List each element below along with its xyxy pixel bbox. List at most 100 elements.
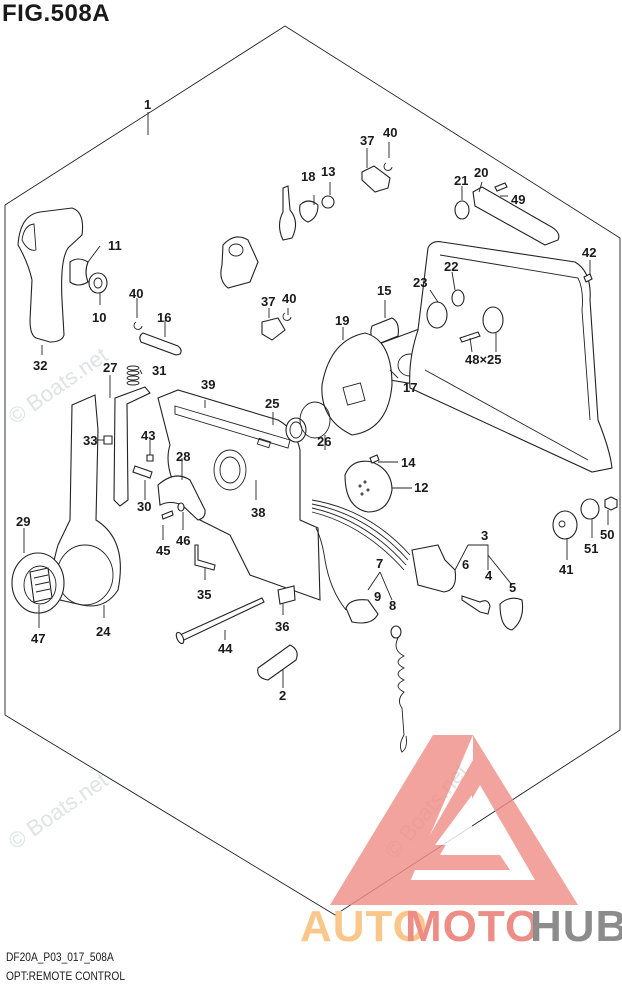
callout-9: 9 <box>374 589 381 604</box>
callout-5: 5 <box>509 580 516 595</box>
part-lever-spring <box>278 185 297 241</box>
callout-3: 3 <box>481 528 488 543</box>
part-38-bore <box>213 449 247 491</box>
callout-27: 27 <box>103 360 117 375</box>
callout-50: 50 <box>600 527 614 542</box>
leader-lines <box>23 112 609 688</box>
callout-35: 35 <box>197 587 211 602</box>
callout-22: 22 <box>444 259 458 274</box>
section-name: OPT:REMOTE CONTROL <box>6 969 126 983</box>
part-37-bracket <box>361 165 391 193</box>
part-39-label-plate <box>174 405 291 449</box>
part-cam-bracket <box>220 236 259 289</box>
part-32-detail <box>21 223 37 251</box>
callout-45: 45 <box>156 543 170 558</box>
part-15-bushing <box>370 317 399 345</box>
part-33-screw <box>103 435 113 445</box>
part-47-emblem <box>29 567 53 603</box>
logo-word-hub: HUB <box>530 902 622 951</box>
callout-37b: 37 <box>261 294 275 309</box>
part-40-e-ring-lower <box>282 312 292 321</box>
callout-31: 31 <box>152 363 166 378</box>
part-36-clip <box>277 585 296 605</box>
assembly-outline-hexagon <box>4 25 621 916</box>
stop-cord-wire <box>315 527 347 611</box>
logo-triangle-left <box>330 735 473 905</box>
callout-labels: 1 2 3 4 5 6 7 8 9 10 11 12 13 14 15 16 1… <box>16 97 614 703</box>
part-6-ignition-switch <box>411 544 457 593</box>
part-40-e-ring <box>133 321 143 330</box>
callout-17: 17 <box>403 380 417 395</box>
logo-triangle-inner <box>435 795 472 845</box>
callout-18: 18 <box>301 169 315 184</box>
callout-33: 33 <box>83 433 97 448</box>
part-31-spring <box>126 365 140 386</box>
callout-26: 26 <box>317 434 331 449</box>
part-39-indicator <box>256 437 272 449</box>
part-23-gear <box>426 301 448 329</box>
part-16-pin <box>139 332 182 356</box>
callout-25a: 25 <box>265 396 279 411</box>
logo-triangle-body <box>370 735 578 905</box>
callout-36: 36 <box>275 619 289 634</box>
callout-47: 47 <box>31 631 45 646</box>
callout-8: 8 <box>389 598 396 613</box>
lanyard-cord <box>395 637 407 753</box>
logo-word-moto: MOTO <box>405 902 541 951</box>
callout-40c: 40 <box>129 286 143 301</box>
callout-40a: 40 <box>383 125 397 140</box>
automotohub-logo-mark <box>330 735 578 905</box>
part-48-screw <box>459 331 481 343</box>
callout-16: 16 <box>157 310 171 325</box>
callout-38: 38 <box>251 505 265 520</box>
callout-25b: 48×25 <box>465 352 502 367</box>
callout-30: 30 <box>137 499 151 514</box>
part-30-link <box>132 465 153 479</box>
callout-49: 49 <box>511 192 525 207</box>
part-8-clip <box>390 625 402 639</box>
part-35-bracket <box>194 544 216 571</box>
part-32-lever-grip <box>17 207 84 343</box>
part-14-screw <box>369 454 380 464</box>
part-20-lever-arm <box>472 186 560 246</box>
part-27-arm <box>113 386 151 507</box>
callout-44: 44 <box>218 641 233 656</box>
part-21-seal <box>454 200 470 220</box>
callout-29: 29 <box>16 514 30 529</box>
callout-23: 23 <box>413 275 427 290</box>
callout-20: 20 <box>474 165 488 180</box>
callout-11: 11 <box>108 238 122 253</box>
part-43-bolt <box>146 454 154 462</box>
callout-41: 41 <box>559 562 573 577</box>
part-37-bracket-lower <box>261 317 286 341</box>
callout-32: 32 <box>33 358 47 373</box>
callout-14: 14 <box>401 455 416 470</box>
callout-4: 4 <box>485 568 493 583</box>
figure-title: FIG.508A <box>2 0 111 27</box>
callout-51: 51 <box>584 541 598 556</box>
watermark-boats-net: © Boats.net <box>4 767 113 854</box>
callout-13: 13 <box>321 164 335 179</box>
callout-42: 42 <box>582 245 596 260</box>
part-51-washer <box>580 498 600 520</box>
part-46-washer <box>177 502 185 512</box>
part-side-cover <box>409 241 613 473</box>
part-50-nut <box>604 496 618 511</box>
callout-46: 46 <box>176 533 190 548</box>
part-49-screw <box>494 182 508 192</box>
callout-40b: 40 <box>282 291 296 306</box>
callout-12: 12 <box>414 480 428 495</box>
part-25-seal-right <box>482 306 504 334</box>
callout-24: 24 <box>96 624 111 639</box>
wiring-harness <box>311 499 411 571</box>
callout-10: 10 <box>92 310 106 325</box>
callout-6: 6 <box>462 557 469 572</box>
callout-15: 15 <box>377 283 391 298</box>
part-25-seal <box>285 417 307 443</box>
drawing-code: DF20A_P03_017_508A <box>6 950 114 964</box>
callout-43: 43 <box>141 428 155 443</box>
part-44-screw <box>179 597 265 641</box>
callout-37a: 37 <box>360 133 374 148</box>
part-13-washer <box>321 195 335 209</box>
